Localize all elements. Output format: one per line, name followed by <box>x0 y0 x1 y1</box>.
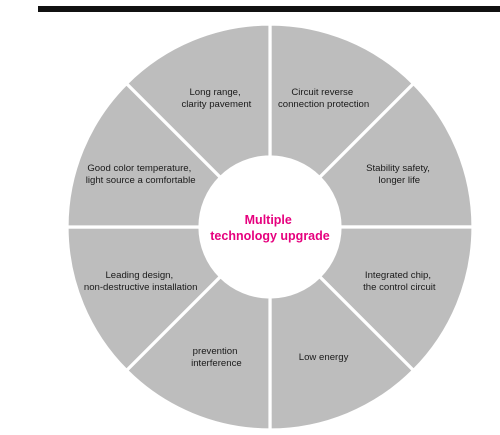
wheel-segment-6 <box>65 225 223 373</box>
wheel-segment-2 <box>317 81 475 229</box>
wheel-segment-3 <box>317 225 475 373</box>
wheel-segments <box>65 22 475 432</box>
segment-label-7-line1: Good color temperature, <box>87 163 191 174</box>
wheel-segment-8 <box>124 22 272 180</box>
segment-label-6-line2: non-destructive installation <box>84 282 198 293</box>
center-hub <box>208 165 332 289</box>
center-label-line2: technology upgrade <box>210 229 330 243</box>
segment-label-3-line2: the control circuit <box>363 282 436 293</box>
segment-label-7: Good color temperature, light source a c… <box>86 163 196 186</box>
segment-label-8: Long range, clarity pavement <box>181 87 251 110</box>
segment-label-6-line1: Leading design, <box>105 270 173 281</box>
segment-label-1-line1: Circuit reverse <box>291 87 353 98</box>
wheel-segment-4 <box>268 274 416 432</box>
segment-label-1: Circuit reverse connection protection <box>278 87 369 110</box>
segment-label-3: Integrated chip, the control circuit <box>363 270 436 293</box>
segment-label-8-line2: clarity pavement <box>181 99 251 110</box>
segment-label-5-line2: interference <box>191 358 242 369</box>
segment-label-5-line1: prevention <box>193 346 238 357</box>
segment-label-6: Leading design, non-destructive installa… <box>84 270 198 293</box>
wheel-segment-5 <box>124 274 272 432</box>
segment-label-7-line2: light source a comfortable <box>86 175 196 186</box>
segment-label-2: Stability safety, longer life <box>366 163 432 186</box>
segment-label-4-line1: Low energy <box>299 352 349 363</box>
segment-label-2-line2: longer life <box>379 175 421 186</box>
segment-label-4: Low energy <box>299 352 349 363</box>
segment-label-8-line1: Long range, <box>189 87 240 98</box>
top-rule <box>38 6 500 12</box>
wheel-segment-7 <box>65 81 223 229</box>
segment-labels: Circuit reverse connection protection St… <box>84 87 436 369</box>
segment-label-2-line1: Stability safety, <box>366 163 430 174</box>
center-label: Multiple technology upgrade <box>210 213 330 243</box>
wheel-segment-1 <box>268 22 416 180</box>
segment-label-5: prevention interference <box>191 346 242 369</box>
segment-label-1-line2: connection protection <box>278 99 369 110</box>
segment-label-3-line1: Integrated chip, <box>365 270 431 281</box>
center-label-line1: Multiple <box>245 213 292 227</box>
